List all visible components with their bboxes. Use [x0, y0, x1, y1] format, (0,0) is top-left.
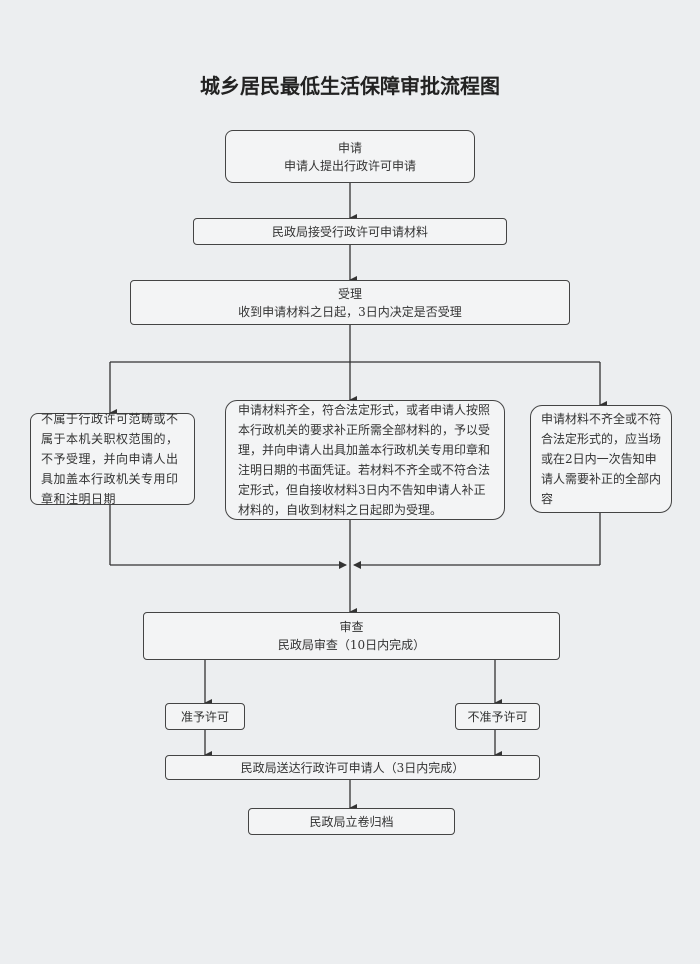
archive-text: 民政局立卷归档 [309, 814, 394, 829]
apply-heading: 申请 [337, 140, 362, 155]
review-step: 审查 民政局审查（10日内完成） [143, 612, 560, 660]
accept-step: 受理 收到申请材料之日起，3日内决定是否受理 [130, 280, 570, 325]
deny-text: 不准予许可 [467, 709, 528, 724]
deliver-text: 民政局送达行政许可申请人（3日内完成） [240, 760, 465, 775]
review-heading: 审查 [339, 620, 364, 634]
deliver-step: 民政局送达行政许可申请人（3日内完成） [165, 755, 540, 780]
review-text: 民政局审查（10日内完成） [277, 638, 426, 652]
accept-text: 收到申请材料之日起，3日内决定是否受理 [238, 304, 462, 319]
approve-text: 准予许可 [180, 709, 229, 724]
reject-step: 不属于行政许可范畴或不属于本机关职权范围的，不予受理，并向申请人出具加盖本行政机… [30, 412, 195, 506]
accept-heading: 受理 [337, 286, 362, 301]
apply-step: 申请 申请人提出行政许可申请 [225, 130, 475, 183]
incomplete-step: 申请材料不齐全或不符合法定形式的，应当场或在2日内一次告知申请人需要补正的全部内… [530, 405, 672, 513]
page-title: 城乡居民最低生活保障审批流程图 [200, 74, 500, 98]
incomplete-text: 申请材料不齐全或不符合法定形式的，应当场或在2日内一次告知申请人需要补正的全部内… [541, 412, 662, 506]
receive-text: 民政局接受行政许可申请材料 [271, 224, 428, 239]
reject-text: 不属于行政许可范畴或不属于本机关职权范围的，不予受理，并向申请人出具加盖本行政机… [41, 412, 179, 506]
receive-step: 民政局接受行政许可申请材料 [193, 218, 507, 245]
deny-step: 不准予许可 [455, 703, 540, 730]
complete-text: 申请材料齐全，符合法定形式，或者申请人按照本行政机关的要求补正所需全部材料的，予… [238, 403, 491, 517]
archive-step: 民政局立卷归档 [248, 808, 455, 835]
complete-step: 申请材料齐全，符合法定形式，或者申请人按照本行政机关的要求补正所需全部材料的，予… [225, 400, 505, 520]
approve-step: 准予许可 [165, 703, 245, 730]
apply-text: 申请人提出行政许可申请 [283, 158, 416, 173]
